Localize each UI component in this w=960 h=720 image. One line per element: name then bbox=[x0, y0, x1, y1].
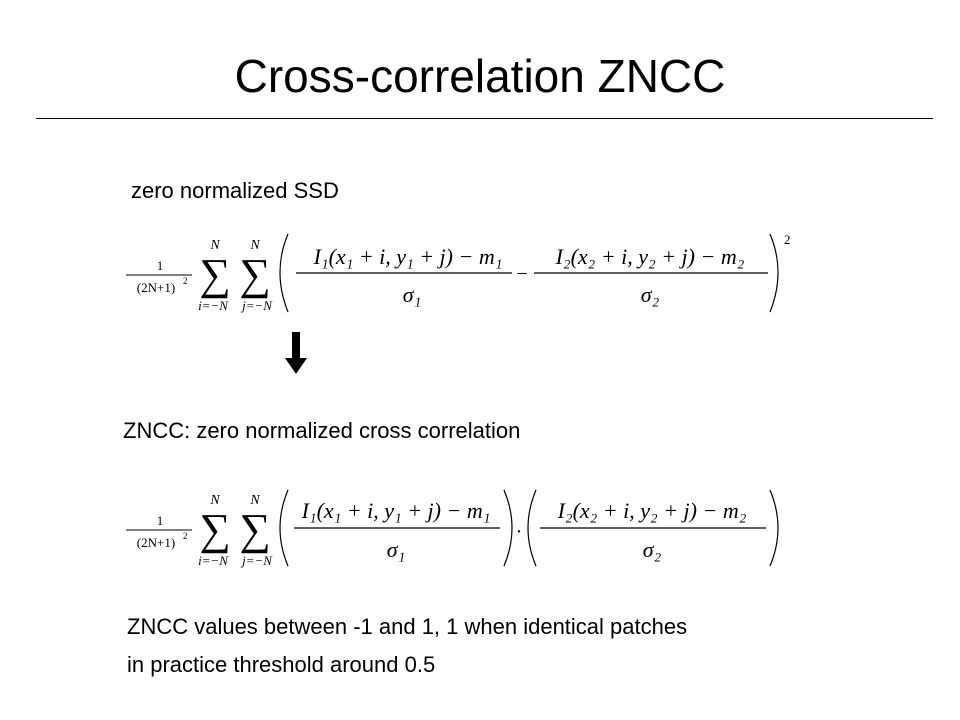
left-paren-1 bbox=[279, 489, 289, 567]
sum-symbol-j: ∑ bbox=[239, 505, 270, 554]
sum-symbol-i: ∑ bbox=[199, 250, 230, 299]
prefactor-numerator: 1 bbox=[157, 513, 164, 528]
sum-upper-j: N bbox=[249, 493, 260, 508]
zncc-label: ZNCC: zero normalized cross correlation bbox=[123, 418, 521, 443]
right-paren-1 bbox=[503, 489, 513, 567]
down-arrow-icon bbox=[285, 332, 307, 374]
ssd-operator: − bbox=[516, 263, 527, 285]
ssd-power: 2 bbox=[784, 232, 791, 247]
right-paren-2 bbox=[769, 489, 779, 567]
ssd-label: zero normalized SSD bbox=[131, 178, 339, 203]
prefactor-numerator: 1 bbox=[157, 258, 164, 273]
sum-lower-i: i=−N bbox=[198, 553, 229, 568]
term2-denominator: σ₂ bbox=[643, 537, 662, 562]
threshold-note: in practice threshold around 0.5 bbox=[127, 652, 436, 677]
term2-numerator: I₂(x₂ + i, y₂ + j) − m₂ bbox=[557, 498, 747, 523]
left-paren-2 bbox=[527, 489, 537, 567]
sum-lower-j: j=−N bbox=[240, 298, 273, 313]
sum-lower-j: j=−N bbox=[240, 553, 273, 568]
sum-upper-j: N bbox=[249, 238, 260, 253]
sum-symbol-j: ∑ bbox=[239, 250, 270, 299]
term1-numerator: I₁(x₁ + i, y₁ + j) − m₁ bbox=[301, 498, 491, 523]
ssd-formula: 1 (2N+1) 2 N ∑ i=−N N ∑ j=−N I₁(x₁ + i, … bbox=[126, 232, 791, 313]
sum-upper-i: N bbox=[209, 238, 220, 253]
prefactor-denominator: (2N+1) bbox=[137, 535, 175, 550]
term1-numerator: I₁(x₁ + i, y₁ + j) − m₁ bbox=[313, 244, 503, 269]
slide-title: Cross-correlation ZNCC bbox=[234, 50, 726, 102]
sum-symbol-i: ∑ bbox=[199, 505, 230, 554]
prefactor-exponent: 2 bbox=[183, 276, 188, 286]
title-divider bbox=[36, 118, 933, 119]
term1-denominator: σ₁ bbox=[387, 537, 406, 562]
term2-denominator: σ₂ bbox=[641, 282, 660, 307]
term1-denominator: σ₁ bbox=[403, 282, 422, 307]
right-paren bbox=[769, 233, 779, 313]
zncc-range-note: ZNCC values between -1 and 1, 1 when ide… bbox=[127, 614, 688, 639]
sum-upper-i: N bbox=[209, 493, 220, 508]
term2-numerator: I₂(x₂ + i, y₂ + j) − m₂ bbox=[555, 244, 745, 269]
left-paren bbox=[279, 233, 289, 313]
zncc-formula: 1 (2N+1) 2 N ∑ i=−N N ∑ j=−N I₁(x₁ + i, … bbox=[126, 489, 779, 568]
sum-lower-i: i=−N bbox=[198, 298, 229, 313]
zncc-operator: · bbox=[516, 521, 523, 543]
prefactor-exponent: 2 bbox=[183, 531, 188, 541]
prefactor-denominator: (2N+1) bbox=[137, 280, 175, 295]
